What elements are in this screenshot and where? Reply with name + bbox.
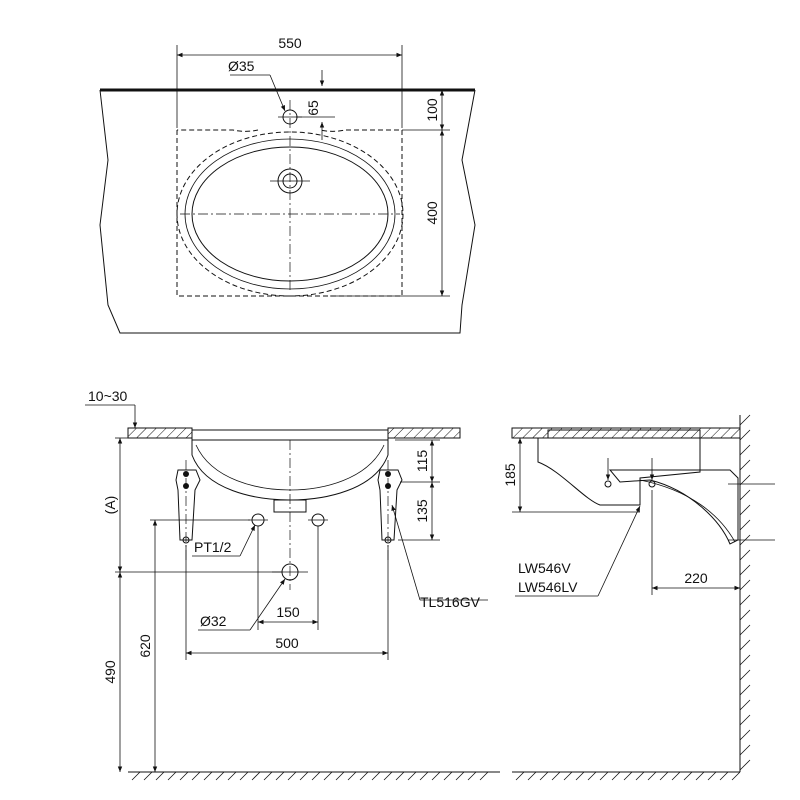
floor-hatch-front [131, 771, 489, 781]
countertop-side [511, 427, 741, 439]
dim-100-label: 100 [424, 98, 440, 122]
bracket-side [608, 469, 739, 545]
dim-620-label: 620 [137, 634, 153, 658]
bracket-left [175, 469, 201, 544]
wall-hatch [739, 414, 751, 771]
bracket-model-label: TL516GV [420, 594, 481, 610]
pipe-thread-label: PT1/2 [194, 539, 232, 555]
dim-135-label: 135 [414, 499, 430, 523]
cutout-outline [176, 129, 403, 297]
countertop-right [387, 427, 461, 439]
drain-size-label: Ø32 [200, 613, 227, 629]
top-view: 550 Ø35 65 100 400 [99, 35, 476, 334]
front-view: 10~30 (A) 490 620 [85, 388, 500, 781]
dim-500-label: 500 [275, 635, 299, 651]
side-view: 185 LW546V LW546LV 220 [502, 414, 775, 781]
basin-outer-rim [176, 131, 404, 297]
bracket-right [377, 469, 403, 544]
dim-115-label: 115 [414, 450, 430, 473]
basin-rim-front [191, 429, 389, 441]
model-label-1: LW546V [518, 560, 571, 576]
countertop-left [127, 427, 193, 439]
dim-550-label: 550 [278, 35, 302, 51]
floor-hatch-side [515, 771, 741, 781]
dim-65-label: 65 [305, 100, 321, 116]
countertop-outline [99, 89, 476, 334]
dim-490-label: 490 [102, 660, 118, 684]
model-label-2: LW546LV [518, 579, 578, 595]
dim-150-label: 150 [276, 604, 300, 620]
dim-400-label: 400 [424, 201, 440, 225]
dim-185-label: 185 [502, 463, 518, 487]
dim-a-label: (A) [102, 496, 118, 515]
dim-220-label: 220 [684, 570, 708, 586]
tap-hole-label: Ø35 [228, 58, 255, 74]
basin-body-side [537, 438, 701, 506]
counter-thickness-label: 10~30 [88, 388, 128, 404]
